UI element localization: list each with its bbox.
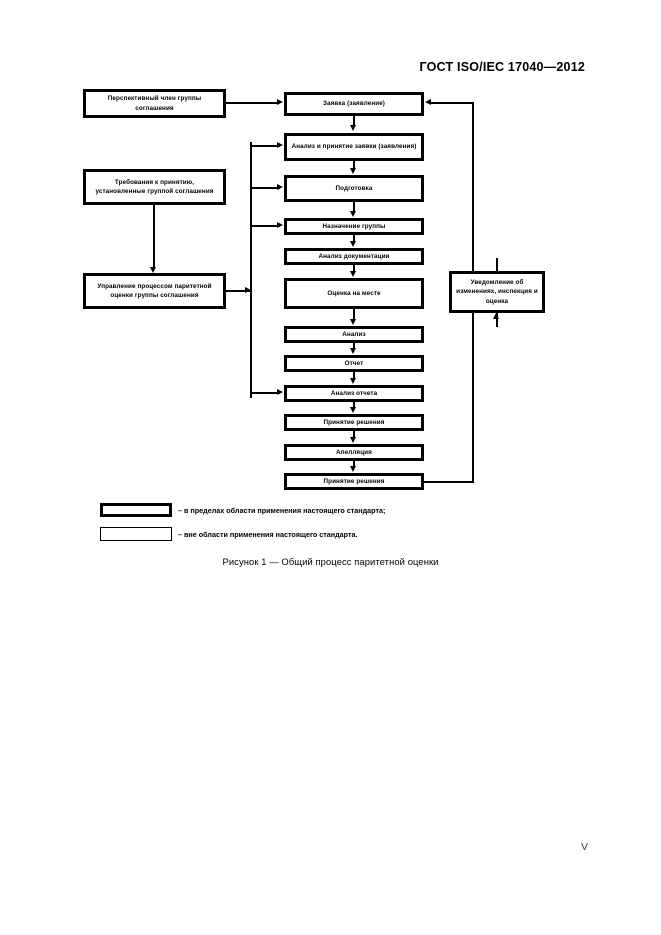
node-report-review: Анализ отчета [284,385,424,402]
connector-documentation-to-onsite [353,265,355,272]
connector-report-to-report-review [353,372,355,378]
node-documentation-review-label: Анализ документации [318,252,390,260]
arrowhead-preparation-to-team [350,211,356,217]
arrowhead-application-to-review [350,125,356,131]
node-analysis-label: Анализ [342,330,366,338]
arrowhead-bus-to-report-review [277,389,283,395]
document-header-standard-number: ГОСТ ISO/IEC 17040—2012 [419,60,585,74]
legend-label-out-of-scope: – вне области применения настоящего стан… [178,529,358,539]
arrowhead-member-to-application [277,99,283,105]
connector-change-notification-downstream [496,313,498,327]
node-team-appointment: Назначение группы [284,218,424,235]
node-decision-final: Принятие решения [284,473,424,490]
arrowhead-decision-to-appeal [350,437,356,443]
node-report-review-label: Анализ отчета [330,389,378,397]
node-team-appointment-label: Назначение группы [322,222,386,230]
node-appeal-label: Апелляция [336,448,372,456]
flowchart-figure: Перспективный член группы соглашения Тре… [83,89,545,490]
arrowhead-bus-to-preparation [277,184,283,190]
arrowhead-bus-to-application-review [277,142,283,148]
legend-row-in-scope: – в пределах области применения настояще… [100,503,385,517]
node-application: Заявка (заявление) [284,92,424,116]
arrowhead-management-to-bus [245,287,251,293]
node-decision-first: Принятие решения [284,414,424,431]
connector-management-to-bus [226,290,252,292]
node-preparation-label: Подготовка [335,184,373,192]
arrowhead-team-to-documentation [350,241,356,247]
legend-row-out-of-scope: – вне области применения настоящего стан… [100,527,357,541]
arrowhead-change-notification-upward [493,313,499,319]
connector-appeal-to-final-decision [353,461,355,467]
arrowhead-requirements-to-management [150,267,156,273]
connector-member-to-application [226,102,278,104]
arrowhead-report-review-to-decision [350,407,356,413]
node-change-notification-label: Уведомление об изменениях, инспекция и о… [456,278,538,305]
arrowhead-review-to-preparation [350,168,356,174]
arrowhead-onsite-to-analysis [350,319,356,325]
node-appeal: Апелляция [284,444,424,461]
node-acceptance-requirements-label: Требования к принятию, установленные гру… [95,178,214,195]
legend-label-in-scope: – в пределах области применения настояще… [178,505,386,515]
node-report: Отчет [284,355,424,372]
node-onsite-assessment-label: Оценка на месте [327,289,381,297]
node-decision-final-label: Принятие решения [323,477,385,485]
node-report-label: Отчет [344,359,364,367]
connector-requirements-to-management [153,205,155,269]
connector-final-decision-to-right-bus [424,481,474,483]
connector-right-bus-into-change-notification [496,258,498,272]
node-application-label: Заявка (заявление) [323,100,385,108]
node-documentation-review: Анализ документации [284,248,424,265]
connector-bus-to-application-review [250,145,280,147]
node-application-review: Анализ и принятие заявки (заявления) [284,133,424,161]
node-prospective-member-label: Перспективный член группы соглашения [107,95,202,112]
arrowhead-documentation-to-onsite [350,271,356,277]
arrowhead-analysis-to-report [350,348,356,354]
arrowhead-right-bus-to-application [425,99,431,105]
connector-bus-to-preparation [250,187,280,189]
figure-caption: Рисунок 1 — Общий процесс паритетной оце… [222,556,439,567]
node-prospective-member: Перспективный член группы соглашения [83,89,226,118]
node-onsite-assessment: Оценка на месте [284,278,424,309]
connector-left-vertical-bus [250,142,252,398]
legend-swatch-out-of-scope [100,527,172,541]
connector-onsite-to-analysis [353,309,355,320]
node-application-review-label: Анализ и принятие заявки (заявления) [291,143,417,151]
node-preparation: Подготовка [284,175,424,202]
connector-report-review-to-decision [353,402,355,408]
connector-team-to-documentation [353,235,355,242]
arrowhead-appeal-to-final-decision [350,466,356,472]
connector-bus-to-team-appointment [250,225,280,227]
node-decision-first-label: Принятие решения [323,418,385,426]
page-number: V [580,841,588,853]
arrowhead-bus-to-team-appointment [277,222,283,228]
connector-bus-to-report-review [250,392,280,394]
node-change-notification: Уведомление об изменениях, инспекция и о… [449,271,545,313]
connector-decision-to-appeal [353,431,355,437]
connector-application-to-review [353,116,355,127]
arrowhead-report-to-report-review [350,378,356,384]
connector-analysis-to-report [353,343,355,349]
legend-swatch-in-scope [100,503,172,517]
connector-right-bus-to-application [430,102,474,104]
node-process-management: Управление процессом паритетной оценки г… [83,273,226,309]
connector-preparation-to-team [353,202,355,212]
node-acceptance-requirements: Требования к принятию, установленные гру… [83,169,226,205]
connector-review-to-preparation [353,161,355,169]
node-analysis: Анализ [284,326,424,343]
node-process-management-label: Управление процессом паритетной оценки г… [97,282,212,299]
